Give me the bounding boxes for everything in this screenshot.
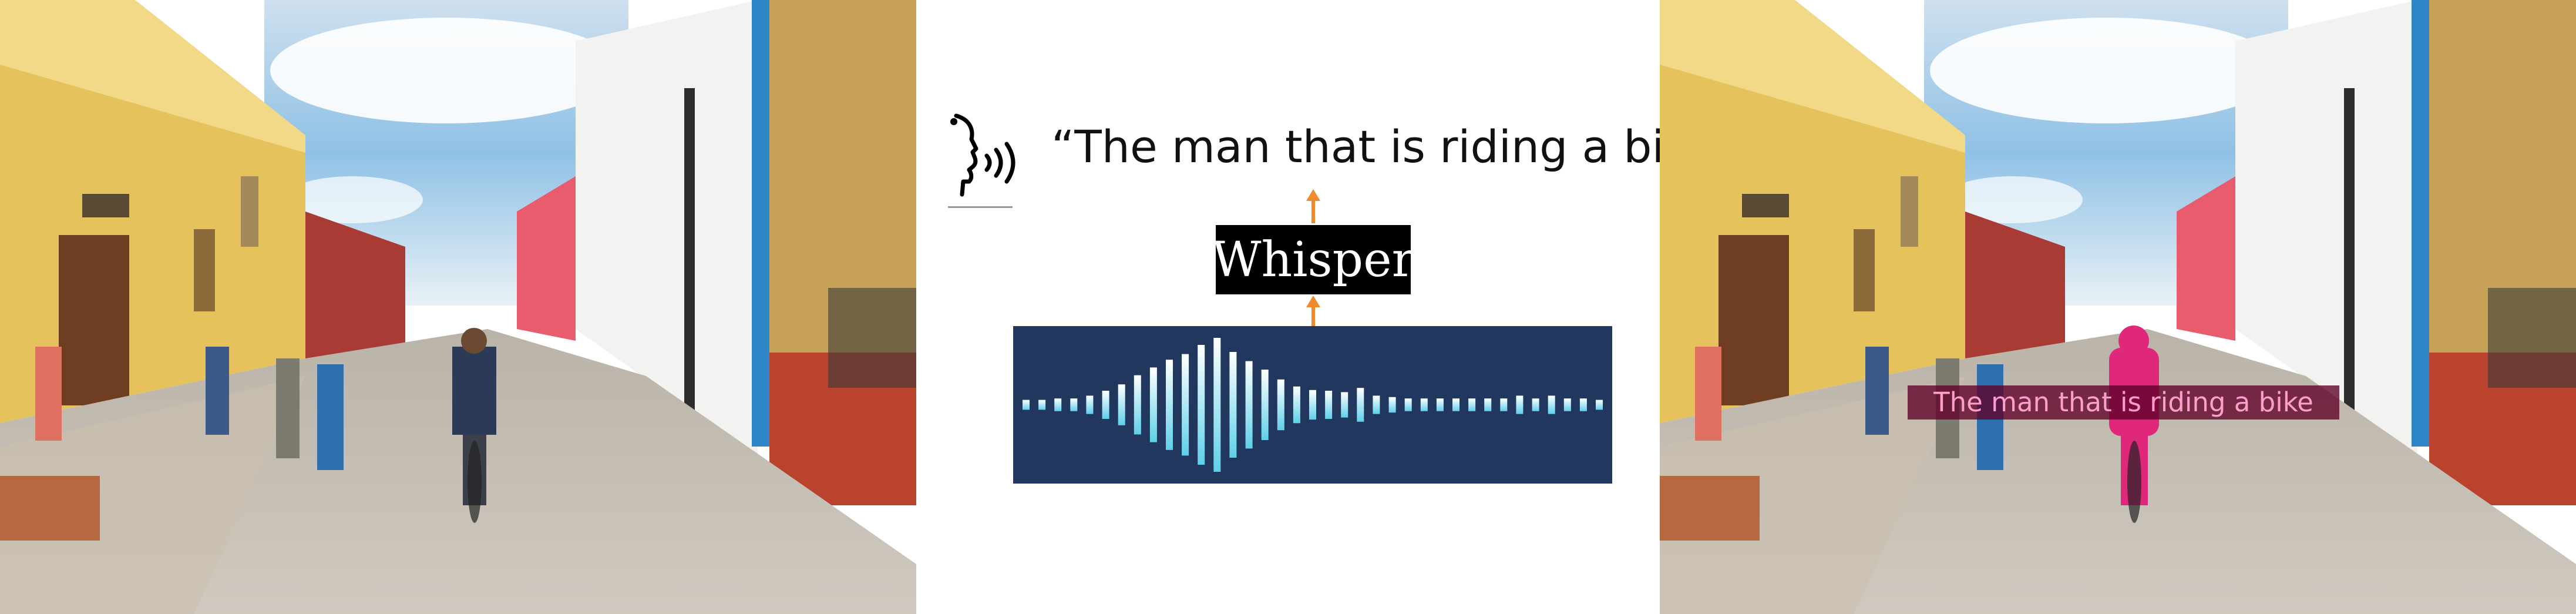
original-street-photo: [0, 0, 916, 614]
audio-waveform: [1013, 326, 1612, 484]
waveform-bar: [1118, 384, 1125, 425]
waveform-bar: [1548, 395, 1555, 414]
segmentation-caption-label: The man that is riding a bike: [1908, 385, 2339, 420]
waveform-bar: [1388, 397, 1396, 413]
street-scene: [0, 0, 916, 614]
waveform-bar: [1484, 398, 1492, 411]
waveform-bar: [1070, 398, 1078, 411]
waveform-bar: [1500, 398, 1508, 411]
waveform-bar: [1596, 400, 1603, 410]
waveform-bar: [1182, 354, 1189, 456]
waveform-bar: [1404, 398, 1412, 411]
waveform-bar: [1229, 352, 1237, 458]
arrow-up-icon: [1306, 189, 1320, 223]
waveform-bar: [1373, 395, 1380, 414]
waveform-bar: [1532, 398, 1539, 411]
waveform-bar: [1213, 338, 1221, 472]
waveform-bar: [1516, 395, 1524, 414]
waveform-bar: [1309, 390, 1316, 420]
waveform-bar: [1166, 360, 1173, 450]
speech-transcript-text: “The man that is riding a bike”: [1051, 120, 1739, 173]
whisper-model-box: Whisper: [1212, 225, 1415, 294]
speaking-head-icon: [946, 109, 1022, 214]
waveform-bar: [1436, 398, 1444, 411]
waveform-bar: [1357, 388, 1364, 422]
waveform-bar: [1102, 391, 1109, 419]
waveform-bar: [1023, 400, 1030, 410]
waveform-bar: [1579, 398, 1587, 411]
segmented-street-photo: [1660, 0, 2576, 614]
waveform-bar: [1563, 398, 1571, 411]
waveform-bar: [1149, 367, 1157, 442]
waveform-bar: [1198, 345, 1205, 465]
waveform-bar: [1261, 370, 1269, 440]
waveform-bar: [1452, 398, 1459, 411]
waveform-bar: [1293, 386, 1300, 424]
waveform-bar: [1245, 361, 1253, 449]
waveform-bar: [1341, 392, 1348, 418]
waveform-bar: [1086, 395, 1094, 414]
waveform-bar: [1325, 391, 1333, 419]
waveform-bar: [1134, 375, 1141, 435]
waveform-bar: [1420, 398, 1428, 411]
waveform-bar: [1277, 379, 1284, 431]
street-scene-with-mask: [1660, 0, 2576, 614]
waveform-bar: [1054, 398, 1062, 411]
pipeline-diagram: “The man that is riding a bike” Whisper: [916, 0, 1739, 614]
waveform-bar: [1038, 400, 1046, 410]
arrow-up-icon: [1306, 296, 1320, 326]
waveform-bar: [1468, 398, 1476, 411]
waveform-bars: [1023, 338, 1603, 472]
